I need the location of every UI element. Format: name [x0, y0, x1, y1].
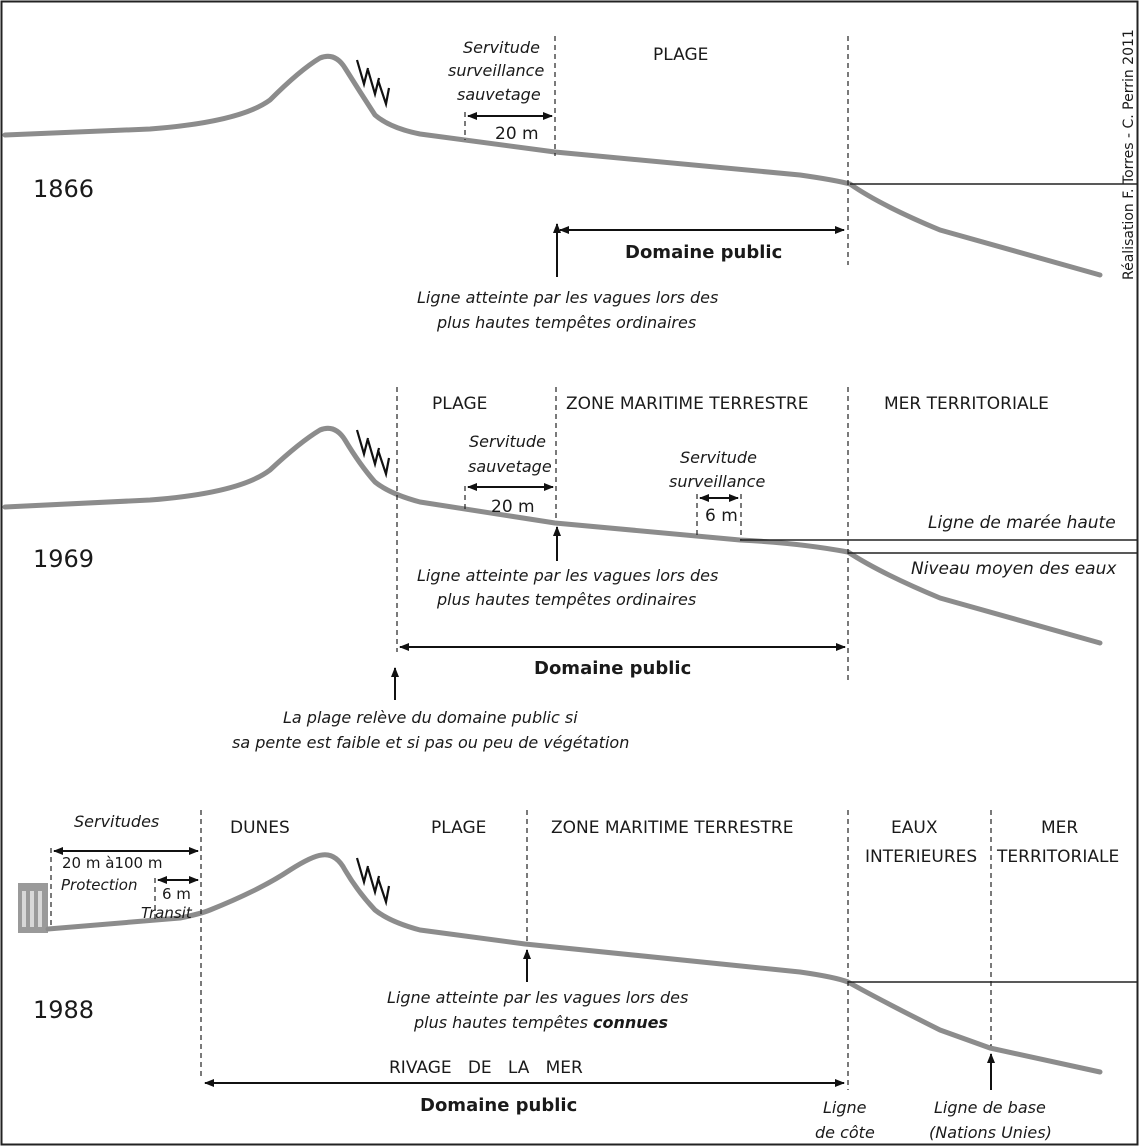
- panel-1866: 20 m Servitude surveillance sauvetage PL…: [2, 36, 1137, 332]
- storm-line-caption: Ligne atteinte par les vagues lors des: [417, 566, 718, 585]
- baseline-label: (Nations Unies): [929, 1123, 1052, 1142]
- domain-label: Domaine public: [420, 1095, 577, 1116]
- servitude-label: surveillance: [669, 472, 765, 491]
- transit-label: Transit: [141, 904, 193, 922]
- building-icon: [18, 883, 48, 933]
- storm-line-caption: plus hautes tempêtes connues: [413, 1013, 668, 1032]
- protection-label: Protection: [61, 876, 137, 894]
- domain-label: Domaine public: [534, 658, 691, 679]
- servitude-label: sauvetage: [468, 457, 552, 476]
- domain-label: Domaine public: [625, 242, 782, 263]
- servitude-label: Servitude: [680, 448, 757, 467]
- rivage-label: RIVAGE DE LA MER: [389, 1058, 583, 1078]
- year-label: 1988: [33, 996, 94, 1024]
- zone-label-dunes: DUNES: [230, 818, 290, 838]
- coastline-label: Ligne: [823, 1098, 867, 1117]
- dimension-label: 20 m: [491, 497, 535, 517]
- dimension-label: 6 m: [162, 885, 191, 903]
- terrain-profile-1866: [2, 53, 1103, 278]
- terrain-profile-1969: [2, 425, 1103, 646]
- vegetation-icon: [355, 59, 391, 109]
- dimension-label: 6 m: [705, 506, 738, 526]
- servitude-label: Servitude: [463, 38, 540, 57]
- servitude-label: sauvetage: [457, 85, 541, 104]
- vegetation-icon: [355, 429, 391, 479]
- zone-label-mer-territoriale: MER TERRITORIALE: [884, 394, 1049, 414]
- beach-note: La plage relève du domaine public si: [283, 708, 578, 727]
- year-label: 1969: [33, 545, 94, 573]
- zone-label-plage: PLAGE: [432, 394, 487, 414]
- zone-label-mer: MER: [1041, 818, 1078, 838]
- storm-line-caption: Ligne atteinte par les vagues lors des: [417, 288, 718, 307]
- zone-label-eaux: INTERIEURES: [865, 847, 977, 867]
- mean-level-label: Niveau moyen des eaux: [911, 559, 1117, 579]
- servitudes-label: Servitudes: [74, 812, 159, 831]
- zone-label-plage: PLAGE: [431, 818, 486, 838]
- zone-label-plage: PLAGE: [653, 45, 708, 65]
- zone-label-zmt: ZONE MARITIME TERRESTRE: [551, 818, 793, 838]
- year-label: 1866: [33, 175, 94, 203]
- servitude-label: Servitude: [469, 432, 546, 451]
- high-tide-label: Ligne de marée haute: [928, 513, 1116, 533]
- storm-line-caption: plus hautes tempêtes ordinaires: [436, 590, 696, 609]
- coastline-label: de côte: [815, 1123, 875, 1142]
- beach-note: sa pente est faible et si pas ou peu de …: [232, 733, 629, 752]
- dimension-label: 20 m à100 m: [62, 854, 162, 872]
- zone-label-eaux: EAUX: [891, 818, 938, 838]
- panel-1988: Servitudes 20 m à100 m Protection 6 m Tr…: [18, 810, 1137, 1142]
- baseline-label: Ligne de base: [934, 1098, 1046, 1117]
- servitude-label: surveillance: [448, 61, 544, 80]
- credit-text: Réalisation F. Torres - C. Perrin 2011: [1121, 29, 1137, 280]
- caption-emphasis: connues: [593, 1013, 668, 1032]
- caption-text: plus hautes tempêtes: [413, 1013, 593, 1032]
- panel-1969: PLAGE ZONE MARITIME TERRESTRE MER TERRIT…: [2, 387, 1137, 752]
- terrain-profile-1988: [45, 852, 1103, 1075]
- vegetation-icon: [355, 857, 391, 907]
- dimension-label: 20 m: [495, 124, 539, 144]
- storm-line-caption: plus hautes tempêtes ordinaires: [436, 313, 696, 332]
- zone-label-mer: TERRITORIALE: [996, 847, 1119, 867]
- storm-line-caption: Ligne atteinte par les vagues lors des: [387, 988, 688, 1007]
- zone-label-zmt: ZONE MARITIME TERRESTRE: [566, 394, 808, 414]
